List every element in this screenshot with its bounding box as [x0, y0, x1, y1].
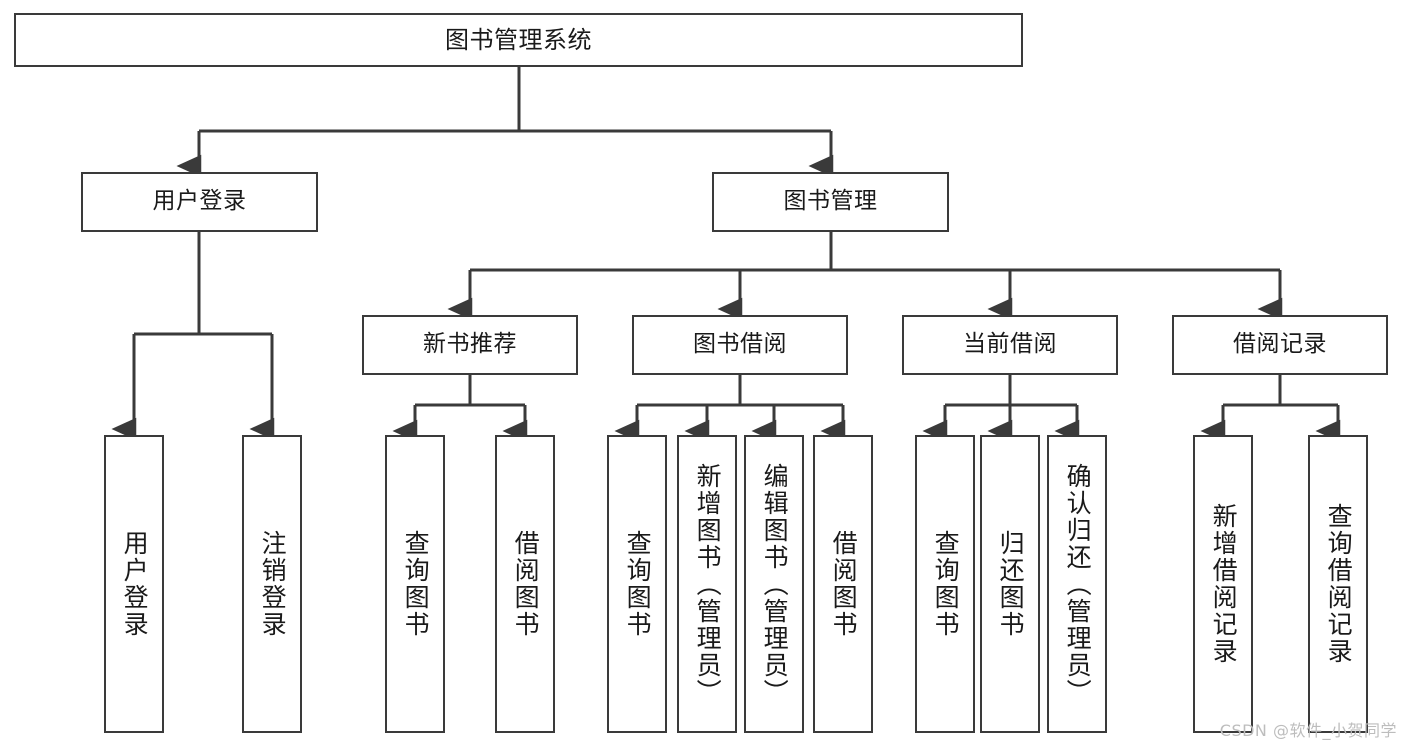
node-label: 归还图书 [996, 530, 1026, 638]
node-book-borrow[interactable]: 图书借阅 [632, 315, 848, 375]
node-label: 用户登录 [120, 530, 150, 638]
node-leaf-confirm-return[interactable]: 确认归还（管理员） [1047, 435, 1107, 733]
node-user-login[interactable]: 用户登录 [81, 172, 318, 232]
node-label: 查询图书 [931, 530, 961, 638]
node-leaf-query-book-2[interactable]: 查询图书 [607, 435, 667, 733]
node-book-manage[interactable]: 图书管理 [712, 172, 949, 232]
node-label: 用户登录 [152, 188, 247, 215]
node-borrow-record[interactable]: 借阅记录 [1172, 315, 1388, 375]
node-label: 当前借阅 [963, 331, 1057, 358]
node-leaf-borrow-book-1[interactable]: 借阅图书 [495, 435, 555, 733]
node-leaf-return-book[interactable]: 归还图书 [980, 435, 1040, 733]
node-label: 图书管理 [783, 188, 878, 215]
node-label: 借阅记录 [1233, 331, 1327, 358]
node-label: 编辑图书（管理员） [760, 462, 790, 706]
watermark-text: CSDN @软件_小贺同学 [1219, 721, 1397, 740]
node-label: 借阅图书 [829, 530, 859, 638]
node-label: 注销登录 [258, 530, 288, 638]
node-label: 借阅图书 [511, 530, 541, 638]
node-label: 确认归还（管理员） [1063, 462, 1093, 706]
node-label: 图书管理系统 [445, 25, 592, 54]
node-label: 新增借阅记录 [1209, 503, 1239, 665]
node-current-borrow[interactable]: 当前借阅 [902, 315, 1118, 375]
node-leaf-query-book-3[interactable]: 查询图书 [915, 435, 975, 733]
node-label: 查询图书 [623, 530, 653, 638]
node-leaf-add-record[interactable]: 新增借阅记录 [1193, 435, 1253, 733]
node-label: 新增图书（管理员） [693, 462, 723, 706]
node-leaf-borrow-book-2[interactable]: 借阅图书 [813, 435, 873, 733]
node-label: 图书借阅 [693, 331, 787, 358]
node-leaf-edit-book[interactable]: 编辑图书（管理员） [744, 435, 804, 733]
node-leaf-query-book-1[interactable]: 查询图书 [385, 435, 445, 733]
node-label: 查询借阅记录 [1324, 503, 1354, 665]
node-leaf-query-record[interactable]: 查询借阅记录 [1308, 435, 1368, 733]
node-leaf-add-book[interactable]: 新增图书（管理员） [677, 435, 737, 733]
node-leaf-user-login[interactable]: 用户登录 [104, 435, 164, 733]
node-label: 查询图书 [401, 530, 431, 638]
node-root-system[interactable]: 图书管理系统 [14, 13, 1023, 67]
node-leaf-logout-login[interactable]: 注销登录 [242, 435, 302, 733]
node-label: 新书推荐 [423, 331, 517, 358]
node-new-book-rec[interactable]: 新书推荐 [362, 315, 578, 375]
